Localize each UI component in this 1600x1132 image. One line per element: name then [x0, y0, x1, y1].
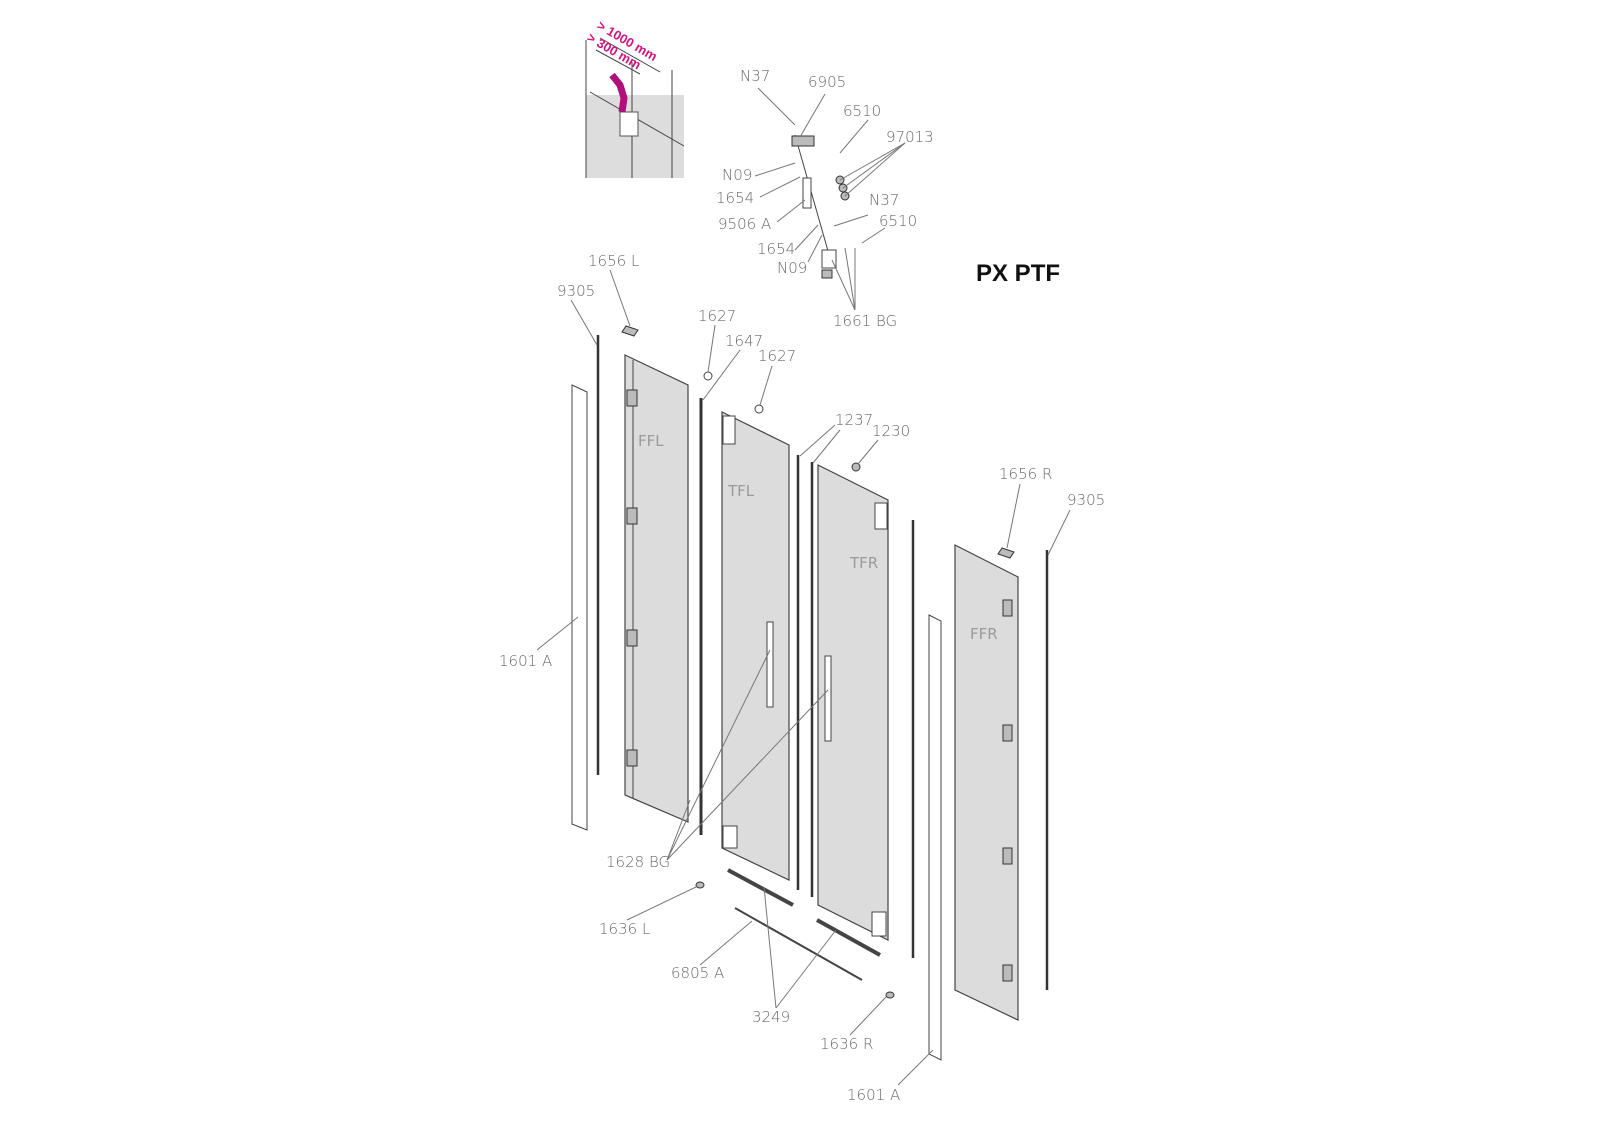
label-3249: 3249	[752, 1008, 790, 1026]
label-n37: N37	[869, 191, 899, 209]
label-97013: 97013	[886, 128, 934, 146]
panel-ffl	[624, 354, 689, 823]
panel-label-tfl: TFL	[727, 482, 755, 500]
label-1636r: 1636 R	[820, 1035, 873, 1053]
label-6805a: 6805 A	[671, 964, 724, 982]
installation-inset: > 1000 mm > 300 mm	[585, 18, 685, 178]
label-n09: N09	[722, 166, 752, 184]
label-n09: N09	[777, 259, 807, 277]
label-1656r: 1656 R	[999, 465, 1052, 483]
panel-label-ffr: FFR	[970, 625, 998, 643]
label-1654: 1654	[757, 240, 795, 258]
label-1230: 1230	[872, 422, 910, 440]
label-6510: 6510	[879, 212, 917, 230]
label-6510: 6510	[843, 102, 881, 120]
label-1601a: 1601 A	[847, 1086, 900, 1104]
label-1636l: 1636 L	[599, 920, 650, 938]
label-1654: 1654	[716, 189, 754, 207]
panel-label-ffl: FFL	[638, 432, 664, 450]
label-n37: N37	[740, 67, 770, 85]
leader-lines	[536, 269, 1071, 1086]
panel-tfl	[721, 411, 790, 881]
label-1627: 1627	[758, 347, 796, 365]
product-title: PX PTF	[976, 260, 1060, 287]
profile-1601a-left	[571, 384, 588, 831]
label-1628bg: 1628 BG	[606, 853, 670, 871]
label-9506a: 9506 A	[718, 215, 771, 233]
panel-ffr	[954, 544, 1019, 1021]
label-9305: 9305	[557, 282, 595, 300]
panel-label-tfr: TFR	[849, 554, 878, 572]
main-parts	[571, 325, 1049, 1061]
panel-tfr	[817, 464, 889, 941]
label-1647: 1647	[725, 332, 763, 350]
profile-1601a-right	[928, 614, 942, 1061]
hinge-detail	[754, 87, 906, 311]
label-1601a: 1601 A	[499, 652, 552, 670]
label-1656l: 1656 L	[588, 252, 639, 270]
label-1237: 1237	[835, 411, 873, 429]
label-9305: 9305	[1067, 491, 1105, 509]
label-1661bg: 1661 BG	[833, 312, 897, 330]
label-1627: 1627	[698, 307, 736, 325]
label-6905: 6905	[808, 73, 846, 91]
